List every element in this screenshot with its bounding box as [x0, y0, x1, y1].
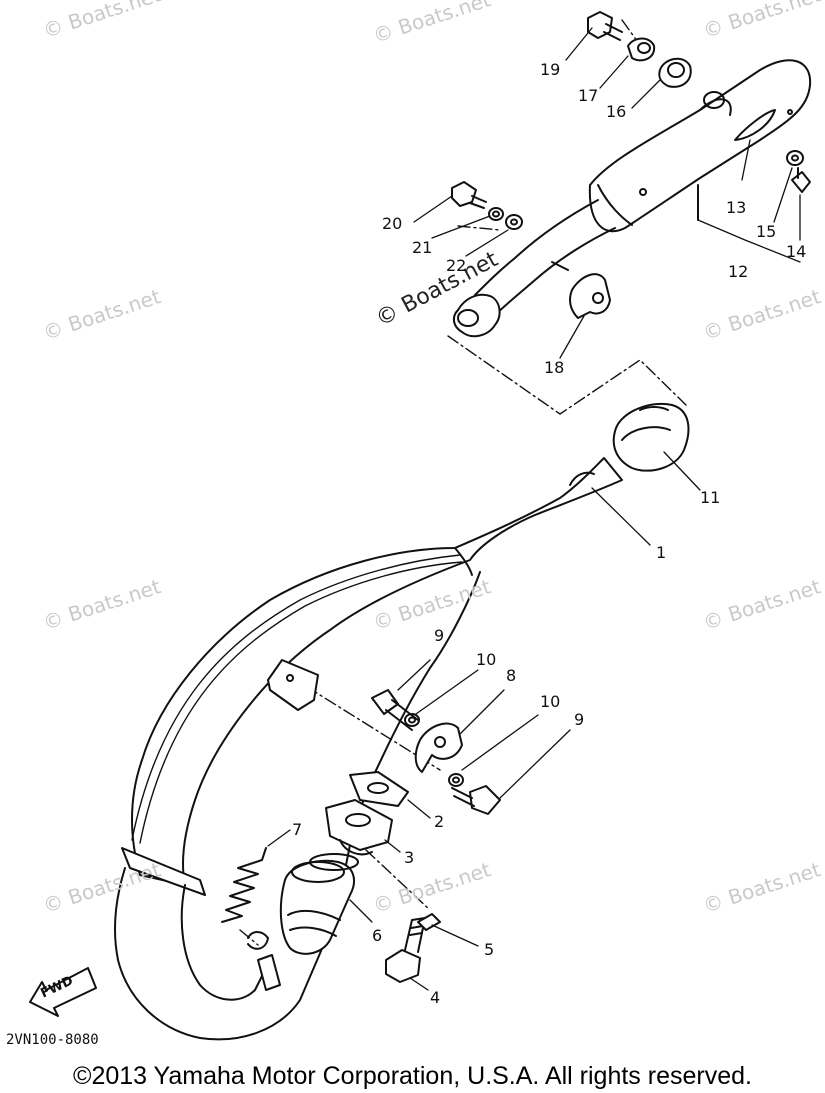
callout-14: 14: [786, 242, 807, 261]
fwd-direction-arrow: [29, 967, 97, 1017]
bolt-9-lower: [451, 785, 501, 815]
chamber-spring-hooks: [247, 931, 281, 991]
bolt-20: [451, 181, 487, 209]
callout-19: 19: [540, 60, 561, 79]
callout-9-lower: 9: [574, 710, 585, 729]
washer-10-upper: [404, 713, 420, 727]
callout-9-upper: 9: [434, 626, 445, 645]
callout-5: 5: [484, 940, 495, 959]
callout-1: 1: [656, 543, 667, 562]
callout-10-upper: 10: [476, 650, 497, 669]
callout-18: 18: [544, 358, 565, 377]
bolt-4: [385, 917, 426, 983]
callout-17: 17: [578, 86, 599, 105]
washer-15: [786, 150, 804, 166]
washer-10-lower: [448, 773, 464, 787]
bracket-18: [569, 273, 611, 319]
bracket-8: [414, 722, 463, 773]
callout-4: 4: [430, 988, 441, 1007]
chamber-stay-tab: [267, 659, 319, 711]
exhaust-manifold-3: [325, 799, 393, 856]
callout-12: 12: [728, 262, 749, 281]
silencer-inlet-pipe: [452, 199, 616, 338]
callout-6: 6: [372, 926, 383, 945]
callout-16: 16: [606, 102, 627, 121]
collar-17: [627, 37, 656, 62]
screw-14: [791, 167, 811, 193]
gasket-11: [612, 402, 690, 472]
diagram-code: 2VN100-8080: [6, 1032, 99, 1048]
expansion-chamber: [113, 457, 623, 1041]
callout-7: 7: [292, 820, 303, 839]
bolt-9-upper: [371, 689, 419, 731]
silencer-muffler: [588, 59, 812, 233]
leader-lines: [267, 27, 801, 991]
callout-20: 20: [382, 214, 403, 233]
callout-22: 22: [446, 256, 467, 275]
callout-11: 11: [700, 488, 721, 507]
washer-21: [488, 207, 504, 221]
spring-7: [221, 847, 267, 923]
gasket-2: [349, 771, 409, 807]
exhaust-joint-6: [279, 853, 359, 955]
grommet-16: [658, 57, 692, 88]
callout-13: 13: [726, 198, 747, 217]
callout-2: 2: [434, 812, 445, 831]
callout-15: 15: [756, 222, 777, 241]
copyright-notice: ©2013 Yamaha Motor Corporation, U.S.A. A…: [73, 1062, 752, 1090]
callout-3: 3: [404, 848, 415, 867]
callout-21: 21: [412, 238, 433, 257]
callout-8: 8: [506, 666, 517, 685]
callout-10-lower: 10: [540, 692, 561, 711]
clip-5: [417, 913, 441, 931]
bolt-19: [587, 11, 623, 41]
washer-22: [505, 214, 523, 230]
